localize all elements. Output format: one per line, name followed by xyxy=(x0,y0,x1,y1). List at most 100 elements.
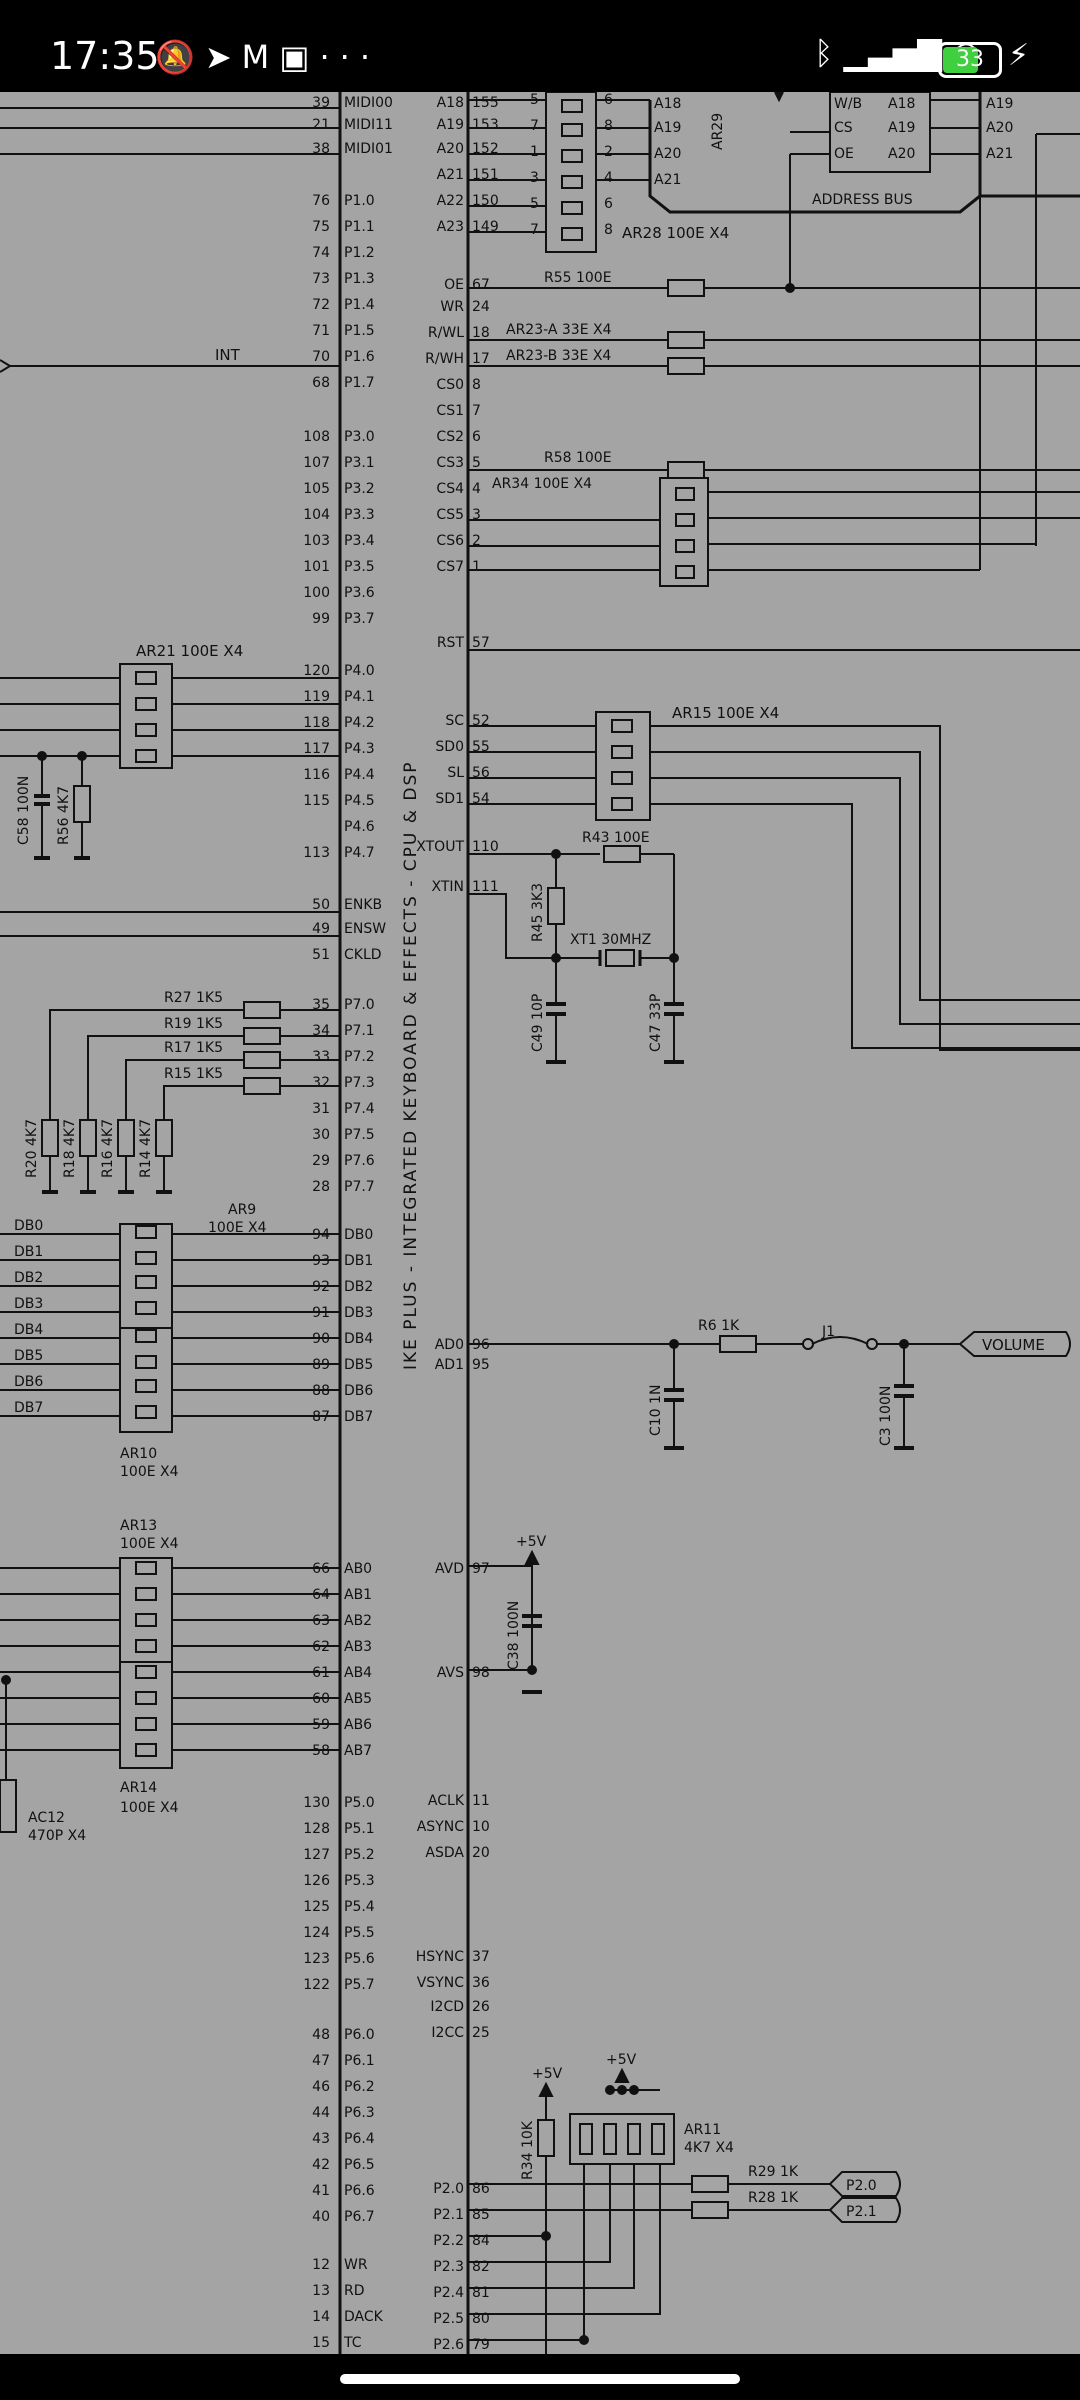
pin-number: 44 xyxy=(312,2105,330,2121)
pin-name: P1.3 xyxy=(344,271,375,287)
bus-a19: A19 xyxy=(986,96,1013,112)
pin-name: P7.3 xyxy=(344,1075,375,1091)
status-bar: 17:35 🔕➤M▣··· ᛒ ▁▃▅▇ ◠ 33 ⚡ xyxy=(0,0,1080,92)
pin-name: DB6 xyxy=(344,1383,373,1399)
c49-label: C49 10P xyxy=(530,994,546,1052)
pin-name: P2.0 xyxy=(433,2181,464,2197)
pin-number: 3 xyxy=(472,507,481,523)
db-label: DB6 xyxy=(14,1374,43,1390)
pin-number: 122 xyxy=(303,1977,330,1993)
plus5v-ar11: +5V xyxy=(606,2052,637,2068)
svg-text:4: 4 xyxy=(604,170,613,186)
r19-label: R19 1K5 xyxy=(164,1016,223,1032)
bus-a20: A20 xyxy=(986,120,1013,136)
pin-name: AB7 xyxy=(344,1743,372,1759)
pin-name: CS3 xyxy=(436,455,464,471)
ar13-value: 100E X4 xyxy=(120,1536,179,1552)
pin-name: P6.4 xyxy=(344,2131,375,2147)
xt1-label: XT1 30MHZ xyxy=(570,932,651,948)
pin-name: P4.0 xyxy=(344,663,375,679)
svg-text:2: 2 xyxy=(604,144,613,160)
pin-name: HSYNC xyxy=(416,1949,464,1965)
ar13-label: AR13 xyxy=(120,1518,157,1534)
battery-level: 33 xyxy=(956,47,984,72)
r34-label: R34 10K xyxy=(520,2120,536,2180)
volume-connector xyxy=(958,1331,1071,1357)
pin-number: 1 xyxy=(472,559,481,575)
home-indicator[interactable] xyxy=(340,2374,740,2384)
ar29-a19: A19 xyxy=(654,120,681,136)
pin-name: P7.0 xyxy=(344,997,375,1013)
ac12-value: 470P X4 xyxy=(28,1828,86,1844)
ac12-body xyxy=(0,1779,17,1833)
ar23b-label: AR23-B 33E X4 xyxy=(506,348,611,364)
pin-name: RD xyxy=(344,2283,365,2299)
pin-name: P1.5 xyxy=(344,323,375,339)
pin-number: 70 xyxy=(312,349,330,365)
plus5v-r34: +5V xyxy=(532,2066,563,2082)
pin-name: SD0 xyxy=(435,739,464,755)
pin-number: 120 xyxy=(303,663,330,679)
pin-number: 116 xyxy=(303,767,330,783)
ar15-body xyxy=(595,711,651,821)
ar10-label: AR10 xyxy=(120,1446,157,1462)
pin-name: P7.1 xyxy=(344,1023,375,1039)
pin-number: 111 xyxy=(472,879,499,895)
pin-number: 75 xyxy=(312,219,330,235)
pin-name: A21 xyxy=(437,167,464,183)
pin-name: A22 xyxy=(437,193,464,209)
navigation-bar xyxy=(0,2354,1080,2400)
ar23b xyxy=(667,357,705,375)
ar13-resistors xyxy=(135,1561,157,1757)
pin-name: P3.4 xyxy=(344,533,375,549)
pin-number: 37 xyxy=(472,1949,490,1965)
chip-left-pin: 13 RD xyxy=(312,2283,364,2299)
pin-number: 100 xyxy=(303,585,330,601)
pin-name: P4.1 xyxy=(344,689,375,705)
pin-name: R/WL xyxy=(428,325,464,341)
ar34-body xyxy=(659,477,709,587)
r6 xyxy=(719,1335,757,1353)
pin-name: P4.7 xyxy=(344,845,375,861)
pin-number: 17 xyxy=(472,351,490,367)
svg-text:6: 6 xyxy=(604,196,613,212)
pin-name: DB2 xyxy=(344,1279,373,1295)
pin-name: P4.2 xyxy=(344,715,375,731)
pin-name: ASDA xyxy=(425,1845,464,1861)
telegram-icon: ➤ xyxy=(204,38,242,76)
ar28-body xyxy=(545,91,597,253)
pin-number: 13 xyxy=(312,2283,330,2299)
pin-name: CS0 xyxy=(436,377,464,393)
pin-number: 125 xyxy=(303,1899,330,1915)
gmail-icon: M xyxy=(241,38,280,76)
pin-name: P5.0 xyxy=(344,1795,375,1811)
pin-number: 24 xyxy=(472,299,490,315)
pin-name: P5.7 xyxy=(344,1977,375,1993)
pin-name: I2CD xyxy=(430,1999,464,2015)
r15-label: R15 1K5 xyxy=(164,1066,223,1082)
ar21-resistors xyxy=(135,671,157,763)
ar29-a21: A21 xyxy=(654,172,681,188)
pin-number: 97 xyxy=(472,1561,490,1577)
signal-icon: ▁▃▅▇ xyxy=(843,34,942,72)
pin-name: ENSW xyxy=(344,921,386,937)
svg-text:8: 8 xyxy=(604,222,613,238)
pin-name: OE xyxy=(444,277,464,293)
r29 xyxy=(691,2175,729,2193)
